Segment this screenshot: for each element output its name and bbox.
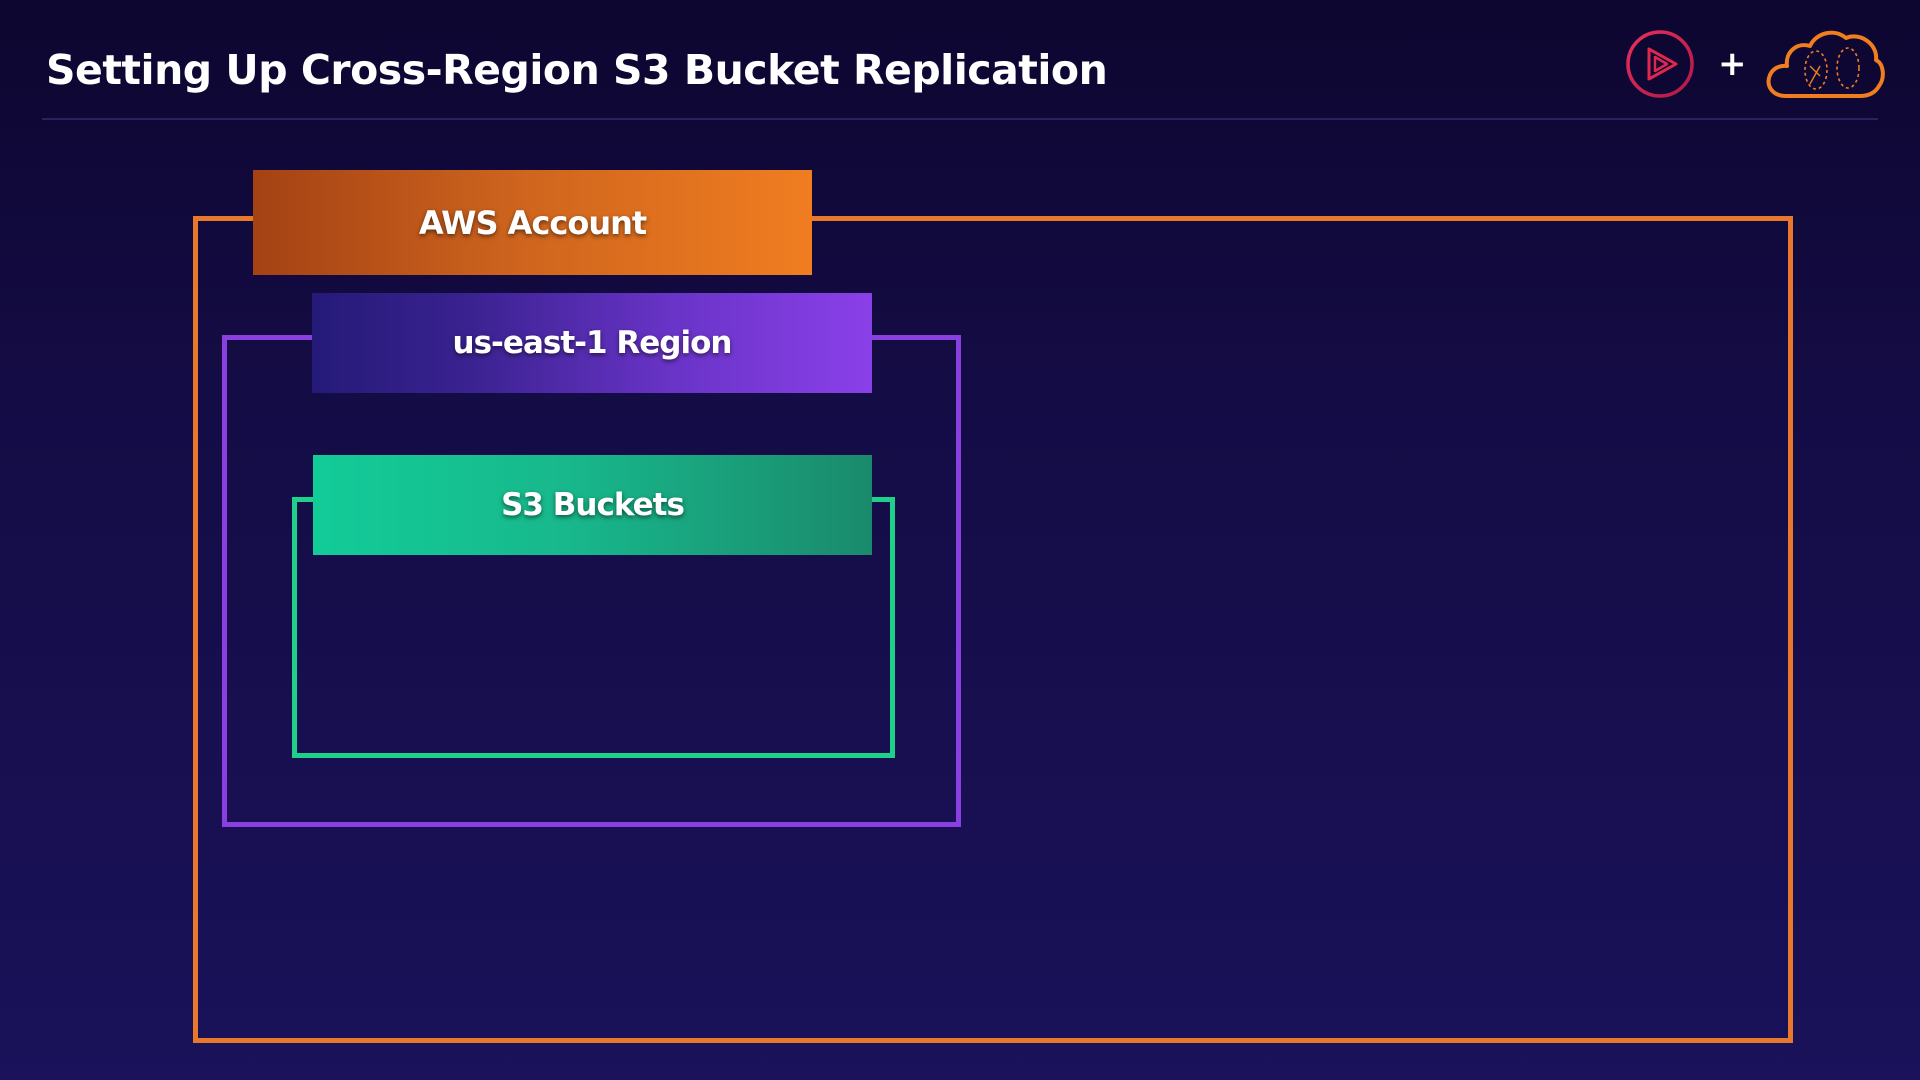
aws-account-frame <box>193 216 1793 1043</box>
cloud-logo-icon <box>1766 30 1885 98</box>
slide-title: Setting Up Cross-Region S3 Bucket Replic… <box>46 46 1108 94</box>
plus-icon: + <box>1718 44 1747 84</box>
region-label: us-east-1 Region <box>312 293 872 393</box>
play-circle-logo-icon <box>1626 30 1694 98</box>
header-divider <box>42 118 1878 120</box>
aws-account-label: AWS Account <box>253 170 812 275</box>
s3-buckets-label-text: S3 Buckets <box>501 487 685 523</box>
aws-account-label-text: AWS Account <box>418 203 647 242</box>
s3-buckets-label: S3 Buckets <box>313 455 872 555</box>
region-label-text: us-east-1 Region <box>452 325 733 361</box>
